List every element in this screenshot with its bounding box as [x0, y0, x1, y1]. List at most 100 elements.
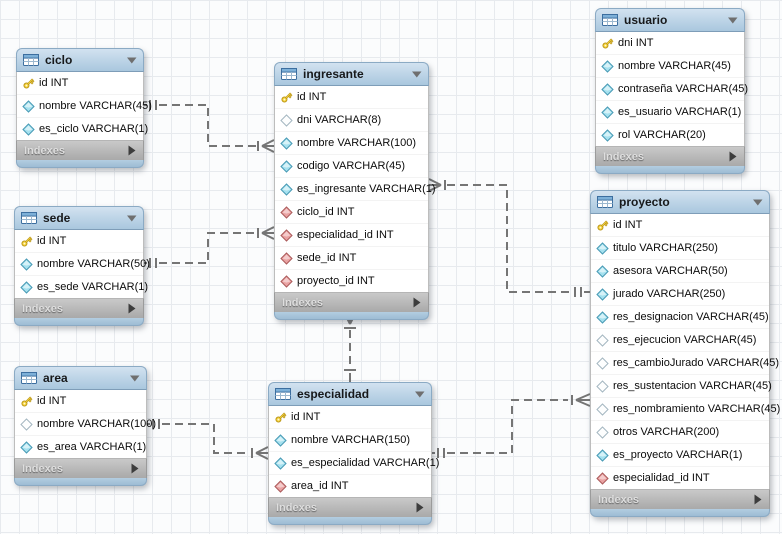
table-name: especialidad — [297, 387, 370, 401]
table-column-row[interactable]: res_designacion VARCHAR(45) — [591, 305, 769, 328]
table-column-row[interactable]: es_usuario VARCHAR(1) — [596, 100, 744, 123]
table-column-row[interactable]: es_ingresante VARCHAR(1) — [275, 177, 436, 200]
table-column-row[interactable]: id INT — [269, 406, 431, 428]
table-name: sede — [43, 211, 71, 225]
table-proyecto[interactable]: proyecto — [590, 190, 780, 517]
collapse-arrow-icon[interactable] — [130, 375, 140, 382]
table-column-row[interactable]: es_ciclo VARCHAR(1) — [17, 117, 148, 140]
table-column-row[interactable]: contraseña VARCHAR(45) — [596, 77, 748, 100]
relationship-especialidad-ingresante[interactable] — [343, 311, 357, 382]
table-column-row[interactable]: res_cambioJurado VARCHAR(45) — [591, 351, 779, 374]
collapse-arrow-icon[interactable] — [412, 71, 422, 78]
indexes-section[interactable]: Indexes — [268, 497, 432, 517]
column-label: nombre VARCHAR(50) — [37, 258, 150, 270]
table-header[interactable]: ingresante — [274, 62, 429, 86]
column-label: especialidad_id INT — [297, 229, 394, 241]
indexes-section[interactable]: Indexes — [16, 140, 144, 160]
column-label: res_ejecucion VARCHAR(45) — [613, 334, 757, 346]
table-column-row[interactable]: ciclo_id INT — [275, 200, 428, 223]
table-column-row[interactable]: id INT — [275, 86, 428, 108]
table-column-row[interactable]: id INT — [17, 72, 143, 94]
table-column-row[interactable]: jurado VARCHAR(250) — [591, 282, 769, 305]
expand-arrow-icon[interactable] — [131, 463, 139, 474]
table-column-row[interactable]: rol VARCHAR(20) — [596, 123, 744, 146]
relationship-proyecto-ingresante[interactable] — [428, 178, 590, 297]
table-column-row[interactable]: nombre VARCHAR(45) — [17, 94, 152, 117]
indexes-section[interactable]: Indexes — [590, 489, 770, 509]
table-column-row[interactable]: es_proyecto VARCHAR(1) — [591, 443, 769, 466]
table-header[interactable]: area — [14, 366, 147, 390]
table-column-row[interactable]: id INT — [15, 230, 143, 252]
table-icon — [275, 388, 291, 400]
relationship-especialidad-proyecto[interactable] — [432, 393, 591, 458]
table-column-row[interactable]: sede_id INT — [275, 246, 428, 269]
relationship-sede-ingresante[interactable] — [144, 226, 275, 268]
table-column-row[interactable]: otros VARCHAR(200) — [591, 420, 769, 443]
table-icon — [597, 196, 613, 208]
indexes-section[interactable]: Indexes — [14, 298, 144, 318]
table-column-row[interactable]: especialidad_id INT — [591, 466, 769, 489]
table-sede[interactable]: sede — [14, 206, 150, 326]
column-notnull-icon — [596, 448, 609, 462]
table-column-row[interactable]: res_ejecucion VARCHAR(45) — [591, 328, 769, 351]
expand-arrow-icon[interactable] — [754, 494, 762, 505]
table-column-row[interactable]: asesora VARCHAR(50) — [591, 259, 769, 282]
indexes-section[interactable]: Indexes — [274, 292, 429, 312]
table-column-row[interactable]: area_id INT — [269, 474, 431, 497]
table-bottom-bar — [14, 318, 144, 326]
table-column-row[interactable]: proyecto_id INT — [275, 269, 428, 292]
indexes-label: Indexes — [603, 150, 644, 163]
table-header[interactable]: usuario — [595, 8, 745, 32]
table-area[interactable]: area — [14, 366, 156, 486]
table-column-row[interactable]: id INT — [591, 214, 769, 236]
table-column-row[interactable]: es_especialidad VARCHAR(1) — [269, 451, 439, 474]
table-column-row[interactable]: nombre VARCHAR(100) — [15, 412, 156, 435]
table-icon — [281, 68, 297, 80]
collapse-arrow-icon[interactable] — [127, 57, 137, 64]
expand-arrow-icon[interactable] — [128, 303, 136, 314]
table-header[interactable]: ciclo — [16, 48, 144, 72]
table-column-row[interactable]: id INT — [15, 390, 146, 412]
relationship-area-especialidad[interactable] — [147, 419, 269, 460]
table-column-row[interactable]: nombre VARCHAR(100) — [275, 131, 428, 154]
expand-arrow-icon[interactable] — [413, 297, 421, 308]
table-column-row[interactable]: titulo VARCHAR(250) — [591, 236, 769, 259]
table-header[interactable]: proyecto — [590, 190, 770, 214]
table-column-row[interactable]: especialidad_id INT — [275, 223, 428, 246]
indexes-label: Indexes — [282, 296, 323, 309]
relationship-ciclo-ingresante[interactable] — [144, 100, 275, 153]
table-column-row[interactable]: es_area VARCHAR(1) — [15, 435, 146, 458]
table-usuario[interactable]: usuario — [595, 8, 748, 174]
expand-arrow-icon[interactable] — [128, 145, 136, 156]
table-column-row[interactable]: dni VARCHAR(8) — [275, 108, 428, 131]
collapse-arrow-icon[interactable] — [728, 17, 738, 24]
table-column-row[interactable]: nombre VARCHAR(150) — [269, 428, 431, 451]
collapse-arrow-icon[interactable] — [415, 391, 425, 398]
table-column-row[interactable]: nombre VARCHAR(50) — [15, 252, 150, 275]
column-label: id INT — [39, 77, 69, 89]
indexes-section[interactable]: Indexes — [14, 458, 147, 478]
table-header[interactable]: especialidad — [268, 382, 432, 406]
column-label: res_designacion VARCHAR(45) — [613, 311, 769, 323]
many-cardinality-marker — [428, 178, 446, 192]
indexes-section[interactable]: Indexes — [595, 146, 745, 166]
table-column-row[interactable]: res_nombramiento VARCHAR(45) — [591, 397, 780, 420]
many-cardinality-marker — [257, 139, 275, 153]
column-notnull-icon — [274, 433, 287, 447]
table-column-row[interactable]: dni INT — [596, 32, 744, 54]
table-column-row[interactable]: es_sede VARCHAR(1) — [15, 275, 148, 298]
collapse-arrow-icon[interactable] — [127, 215, 137, 222]
table-ingresante[interactable]: ingresante — [274, 62, 436, 320]
collapse-arrow-icon[interactable] — [753, 199, 763, 206]
expand-arrow-icon[interactable] — [416, 502, 424, 513]
table-column-row[interactable]: codigo VARCHAR(45) — [275, 154, 428, 177]
expand-arrow-icon[interactable] — [729, 151, 737, 162]
column-notnull-icon — [601, 82, 614, 96]
one-cardinality-marker — [149, 258, 157, 268]
table-header[interactable]: sede — [14, 206, 144, 230]
table-especialidad[interactable]: especialidad — [268, 382, 439, 525]
table-column-row[interactable]: res_sustentacion VARCHAR(45) — [591, 374, 772, 397]
table-ciclo[interactable]: ciclo — [16, 48, 152, 168]
table-column-row[interactable]: nombre VARCHAR(45) — [596, 54, 744, 77]
